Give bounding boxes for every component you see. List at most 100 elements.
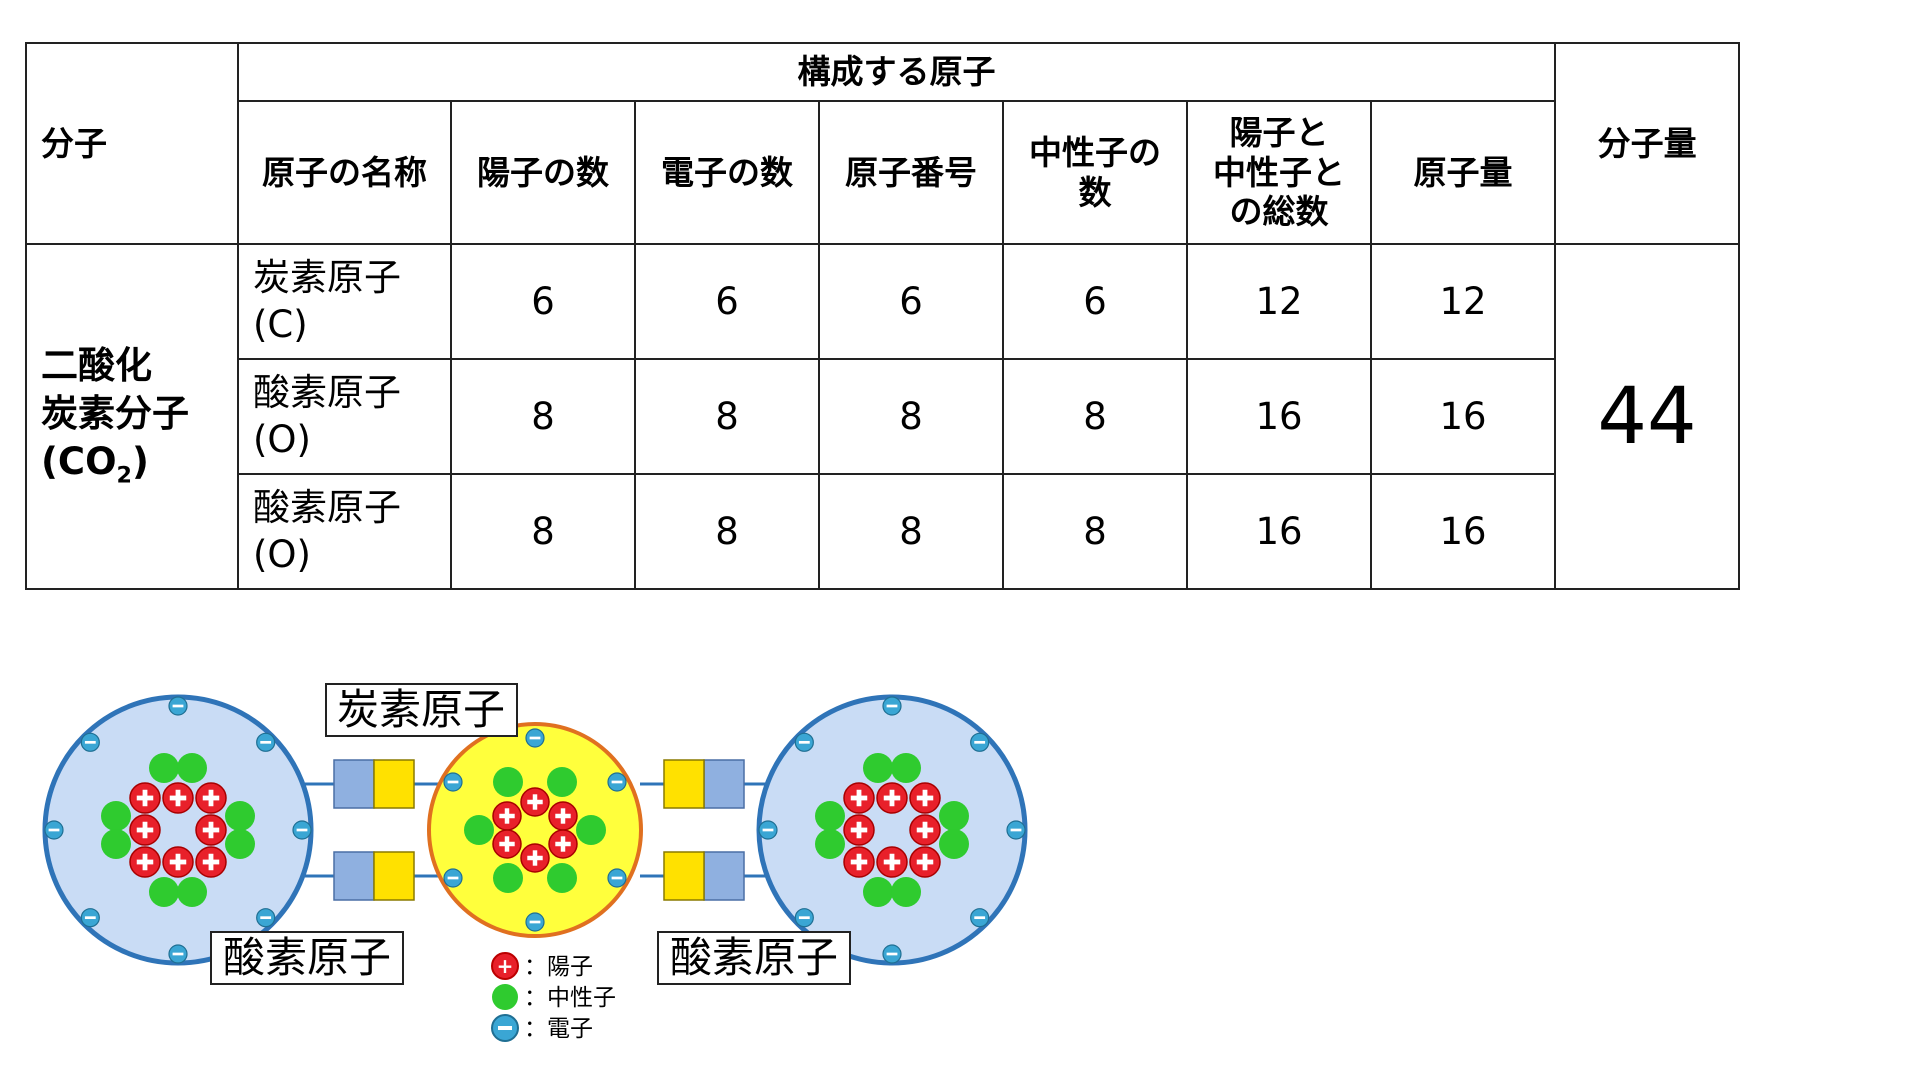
neutron: [101, 829, 131, 859]
proton-plus-v: [856, 789, 862, 807]
neutron: [863, 877, 893, 907]
header-total-line2: 中性子と: [1213, 152, 1345, 192]
atoms-layer: [42, 694, 1028, 966]
neutron: [863, 753, 893, 783]
neutron: [547, 863, 577, 893]
legend-neutron-icon: [492, 984, 518, 1010]
proton-plus-v: [142, 853, 148, 871]
proton-plus-v: [175, 789, 181, 807]
atom-composition-table: 分子 構成する原子 分子量 原子の名称 陽子の数 電子の数 原子番号 中性子の …: [25, 42, 1741, 590]
neutron: [493, 863, 523, 893]
electron-minus: [529, 920, 541, 924]
neutron: [101, 801, 131, 831]
proton-plus-v: [175, 853, 181, 871]
header-atom-name: 原子の名称: [237, 100, 452, 245]
header-total-line1: 陽子と: [1229, 113, 1329, 153]
atomic-mass: 12: [1369, 243, 1557, 360]
atomic-number: 8: [818, 473, 1004, 590]
proton-count: 8: [450, 358, 636, 475]
electron-minus: [447, 780, 459, 784]
electron-minus: [172, 704, 184, 708]
nucleon-total: 16: [1186, 473, 1372, 590]
proton-plus-v: [922, 821, 928, 839]
proton-plus-v: [560, 808, 566, 824]
oxygen-right-label-box: [657, 931, 851, 985]
header-neutrons: 中性子の 数: [1002, 100, 1188, 245]
bond-connector-yellow: [373, 759, 415, 809]
molecule-line2: 炭素分子: [41, 392, 189, 436]
carbon-atom: [427, 722, 643, 938]
legend: + ：陽子 ：中性子 ：電子: [491, 952, 616, 1042]
neutron: [547, 767, 577, 797]
electron-minus: [886, 704, 898, 708]
bond-connector-blue: [333, 759, 375, 809]
carbon-label: 炭素原子: [337, 685, 505, 734]
atom-name-line1: 炭素原子: [253, 256, 401, 300]
proton-plus-v: [208, 821, 214, 839]
bond-connector-blue: [333, 851, 375, 901]
header-electrons: 電子の数: [634, 100, 820, 245]
table-row: 酸素原子 (O) 8 8 8 8 16 16: [26, 358, 1739, 475]
atom-name-line1: 酸素原子: [253, 371, 401, 415]
electron-minus: [84, 740, 96, 744]
electron-minus: [762, 828, 774, 832]
atomic-mass: 16: [1369, 473, 1557, 590]
header-neutrons-line1: 中性子の: [1029, 132, 1161, 172]
proton-count: 8: [450, 473, 636, 590]
neutron: [815, 801, 845, 831]
electron-minus: [611, 780, 623, 784]
electron-count: 6: [634, 243, 820, 360]
bond-connector-blue: [703, 851, 745, 901]
electron-minus: [447, 876, 459, 880]
legend-neutron-label: ：中性子: [524, 985, 616, 1011]
molecule-name: 二酸化 炭素分子 (CO2): [25, 243, 239, 590]
electron-minus: [172, 952, 184, 956]
electron-minus: [529, 736, 541, 740]
legend-minus-glyph: [498, 1026, 512, 1030]
proton-plus-v: [532, 850, 538, 866]
electron-minus: [886, 952, 898, 956]
electron-minus: [798, 916, 810, 920]
legend-electron-label: ：電子: [524, 1016, 593, 1042]
electron-minus: [798, 740, 810, 744]
neutron-count: 8: [1002, 473, 1188, 590]
electron-minus: [260, 740, 272, 744]
neutron: [815, 829, 845, 859]
legend-plus-glyph: +: [497, 954, 514, 978]
neutron: [939, 829, 969, 859]
atom-symbol: (C): [253, 302, 308, 346]
header-neutrons-line2: 数: [1078, 172, 1112, 212]
neutron: [177, 877, 207, 907]
neutron: [177, 753, 207, 783]
atomic-number: 6: [818, 243, 1004, 360]
proton-plus-v: [142, 789, 148, 807]
bond-connector-yellow: [663, 851, 705, 901]
header-molecule: 分子: [25, 42, 239, 245]
electron-count: 8: [634, 473, 820, 590]
neutron: [493, 767, 523, 797]
formula-close: ): [131, 440, 149, 484]
electron-minus: [974, 740, 986, 744]
proton-plus-v: [142, 821, 148, 839]
neutron: [225, 801, 255, 831]
neutron-count: 6: [1002, 243, 1188, 360]
bond-connector-blue: [703, 759, 745, 809]
oxygen-right-label: 酸素原子: [670, 933, 838, 982]
atom-name: 酸素原子 (O): [237, 473, 452, 590]
proton-plus-v: [889, 789, 895, 807]
proton-plus-v: [856, 853, 862, 871]
neutron: [149, 753, 179, 783]
proton-count: 6: [450, 243, 636, 360]
molecule-formula: (CO2): [41, 438, 237, 490]
electron-minus: [260, 916, 272, 920]
bond-connector-yellow: [663, 759, 705, 809]
header-atomic-mass: 原子量: [1369, 100, 1557, 245]
atom-name: 酸素原子 (O): [237, 358, 452, 475]
atomic-mass: 16: [1369, 358, 1557, 475]
atom-name: 炭素原子 (C): [237, 243, 452, 360]
electron-minus: [974, 916, 986, 920]
oxygen-left-label: 酸素原子: [223, 933, 391, 982]
formula-subscript: 2: [116, 462, 132, 489]
neutron: [891, 753, 921, 783]
atom-symbol: (O): [253, 532, 311, 576]
